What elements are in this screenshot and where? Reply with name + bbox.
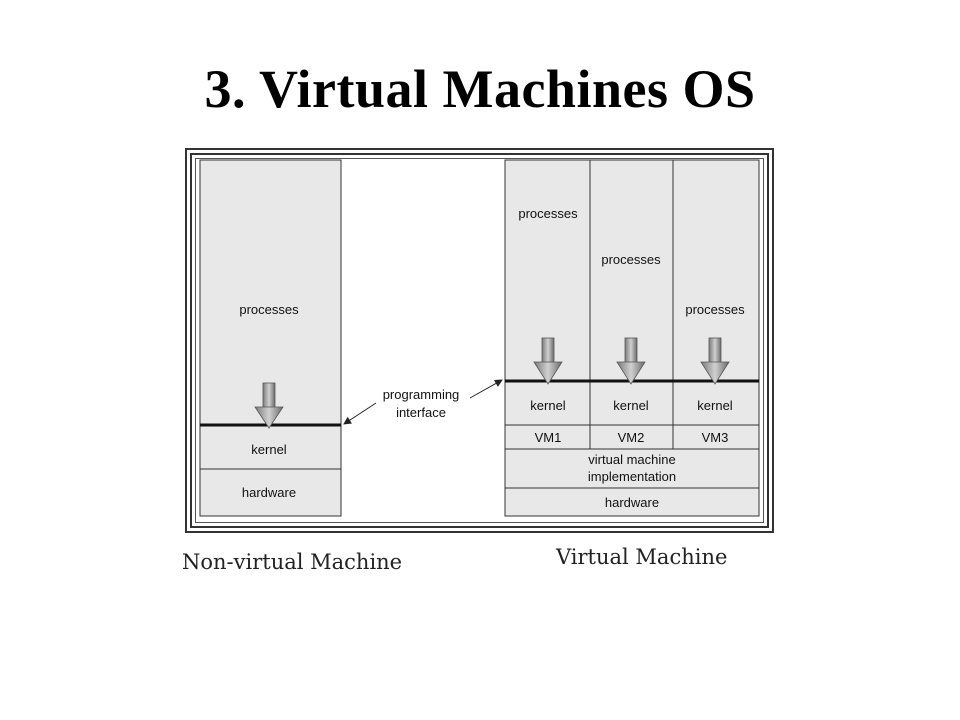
- vm-implementation-line1: virtual machine: [588, 452, 675, 467]
- nv-processes-box: [199, 159, 342, 426]
- programming-interface-annotation: programming interface: [343, 379, 503, 425]
- vm3-label: VM3: [702, 430, 729, 445]
- vm1-box: [504, 424, 591, 450]
- pointer-right-icon: [469, 379, 503, 399]
- nv-kernel-box: [199, 424, 342, 470]
- vm3-kernel-label: kernel: [697, 398, 733, 413]
- nv-down-arrow-icon: [254, 382, 284, 429]
- vm3-kernel-box: [672, 380, 760, 426]
- vm2-processes-label: processes: [601, 252, 661, 267]
- vm3-box: [672, 424, 760, 450]
- nv-hardware-box: [199, 468, 342, 517]
- vm2-box: [589, 424, 674, 450]
- nv-kernel-label: kernel: [251, 442, 287, 457]
- virtual-stack: processes processes processes kernel ker…: [504, 159, 760, 517]
- non-virtual-stack: processes kernel hardware: [199, 159, 342, 517]
- vm1-label: VM1: [535, 430, 562, 445]
- vm3-down-arrow-icon: [700, 337, 730, 385]
- nv-processes-label: processes: [239, 302, 299, 317]
- annotation-line1: programming: [383, 387, 460, 402]
- page-title: 3. Virtual Machines OS: [204, 59, 756, 119]
- vm2-kernel-label: kernel: [613, 398, 649, 413]
- annotation-line2: interface: [396, 405, 446, 420]
- nv-hardware-label: hardware: [242, 485, 296, 500]
- v-hardware-box: [504, 487, 760, 517]
- vm-implementation-box: [504, 448, 760, 489]
- caption-non-virtual: Non-virtual Machine: [182, 550, 403, 574]
- vm1-kernel-label: kernel: [530, 398, 566, 413]
- vm2-down-arrow-icon: [616, 337, 646, 385]
- vm1-processes-label: processes: [518, 206, 578, 221]
- vm-implementation-line2: implementation: [588, 469, 676, 484]
- vm1-down-arrow-icon: [533, 337, 563, 385]
- pointer-left-icon: [343, 402, 377, 425]
- caption-virtual: Virtual Machine: [556, 545, 728, 569]
- vm2-label: VM2: [618, 430, 645, 445]
- vm3-processes-label: processes: [685, 302, 745, 317]
- vm1-kernel-box: [504, 380, 591, 426]
- v-hardware-label: hardware: [605, 495, 659, 510]
